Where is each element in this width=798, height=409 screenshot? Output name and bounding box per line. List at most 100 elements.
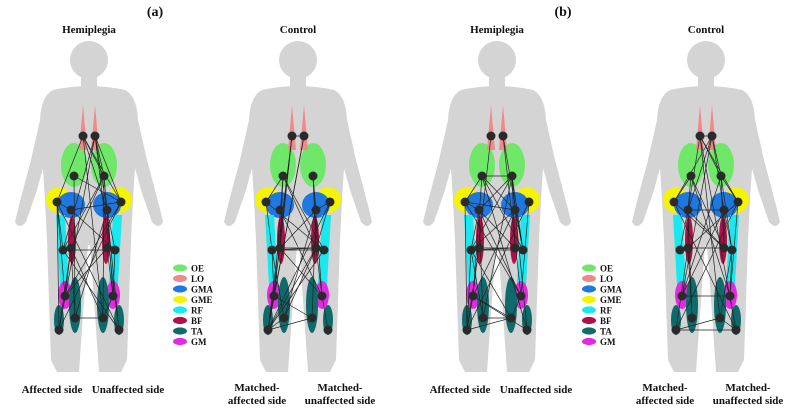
network-node xyxy=(683,205,693,215)
network-node xyxy=(102,243,112,253)
network-node xyxy=(69,171,79,181)
network-node xyxy=(116,197,126,207)
network-edge xyxy=(70,209,116,251)
network-node xyxy=(308,171,318,181)
network-node xyxy=(317,291,327,301)
legend-label-bf: BF xyxy=(191,316,203,326)
network-edge xyxy=(58,247,72,331)
network-node xyxy=(311,205,321,215)
legend-swatch-gma xyxy=(173,285,187,293)
network-node xyxy=(498,131,508,141)
legend-swatch-gm xyxy=(173,337,187,346)
legend-label-gm: GM xyxy=(191,337,207,347)
network-edge xyxy=(279,247,323,297)
body-figure-a-control xyxy=(224,41,372,372)
network-edge xyxy=(273,295,313,319)
network-edge xyxy=(56,201,120,331)
network-node xyxy=(102,205,112,215)
network-node xyxy=(261,197,271,207)
network-edge xyxy=(466,295,474,331)
legend-swatch-bf xyxy=(582,316,596,325)
network-node xyxy=(58,245,68,255)
network-edge xyxy=(478,175,513,211)
network-node xyxy=(731,325,741,335)
network-node xyxy=(719,243,729,253)
network-node xyxy=(267,245,277,255)
network-node xyxy=(687,313,697,323)
network-node xyxy=(279,313,289,323)
network-edge xyxy=(265,175,284,203)
legend-label-ta: TA xyxy=(191,327,203,337)
network-edge xyxy=(729,249,733,297)
side-label-a-control-left: Matched-affected side xyxy=(228,382,286,407)
legend-swatch-ta xyxy=(173,327,187,335)
network-edge xyxy=(699,135,721,319)
network-edge xyxy=(472,209,516,297)
network-edge xyxy=(472,175,483,297)
body-title-b-hemiplegia: Hemiplegia xyxy=(470,24,524,36)
network-edge xyxy=(466,247,480,331)
network-node xyxy=(114,325,124,335)
network-node xyxy=(66,205,76,215)
network-edge xyxy=(267,249,325,331)
network-edge xyxy=(679,209,689,251)
network-edge xyxy=(723,209,733,251)
network-edge xyxy=(70,175,105,249)
network-node xyxy=(275,205,285,215)
network-edge xyxy=(312,175,323,297)
body-figure-b-control xyxy=(632,41,780,372)
network-edge xyxy=(106,209,114,297)
legend-label-bf: BF xyxy=(600,316,612,326)
network-node xyxy=(677,291,687,301)
network-node xyxy=(78,131,88,141)
network-edge xyxy=(464,201,516,211)
network-node xyxy=(462,325,472,335)
network-edge xyxy=(472,295,528,331)
network-edge xyxy=(112,249,116,297)
network-node xyxy=(269,291,279,301)
network-edge xyxy=(711,135,722,177)
network-edge xyxy=(720,175,739,203)
network-edge xyxy=(482,175,513,319)
network-node xyxy=(733,197,743,207)
network-node xyxy=(507,171,517,181)
network-edge xyxy=(466,249,472,331)
network-edge xyxy=(62,175,105,251)
legend-swatch-gme xyxy=(173,295,187,304)
network-node xyxy=(506,313,516,323)
network-node xyxy=(319,245,329,255)
network-edge xyxy=(82,135,122,203)
network-edge xyxy=(687,209,725,249)
network-edge xyxy=(481,175,524,251)
body-figure-b-hemiplegia xyxy=(423,41,571,372)
network-node xyxy=(510,205,520,215)
network-edge xyxy=(675,247,689,331)
legend-label-gma: GMA xyxy=(191,285,213,295)
network-edge xyxy=(681,135,713,297)
network-node xyxy=(98,313,108,323)
network-edge xyxy=(673,175,692,203)
network-edge xyxy=(687,135,713,211)
legend-swatch-gme xyxy=(582,295,596,304)
network-node xyxy=(719,205,729,215)
network-node xyxy=(686,171,696,181)
legend-swatch-oe xyxy=(173,264,187,272)
network-edge xyxy=(478,209,516,249)
network-edge xyxy=(62,135,96,251)
network-edge xyxy=(82,135,108,211)
side-label-a-control-right: Matched-unaffected side xyxy=(305,382,376,407)
network-node xyxy=(683,243,693,253)
legend-label-oe: OE xyxy=(600,264,613,274)
network-node xyxy=(725,291,735,301)
network-node xyxy=(522,325,532,335)
legend-swatch-bf xyxy=(173,316,187,325)
network-node xyxy=(466,245,476,255)
network-edge xyxy=(478,209,522,297)
legend-label-lo: LO xyxy=(600,274,613,284)
network-node xyxy=(66,243,76,253)
network-edge xyxy=(64,201,122,297)
network-node xyxy=(727,245,737,255)
network-edge xyxy=(470,209,516,251)
